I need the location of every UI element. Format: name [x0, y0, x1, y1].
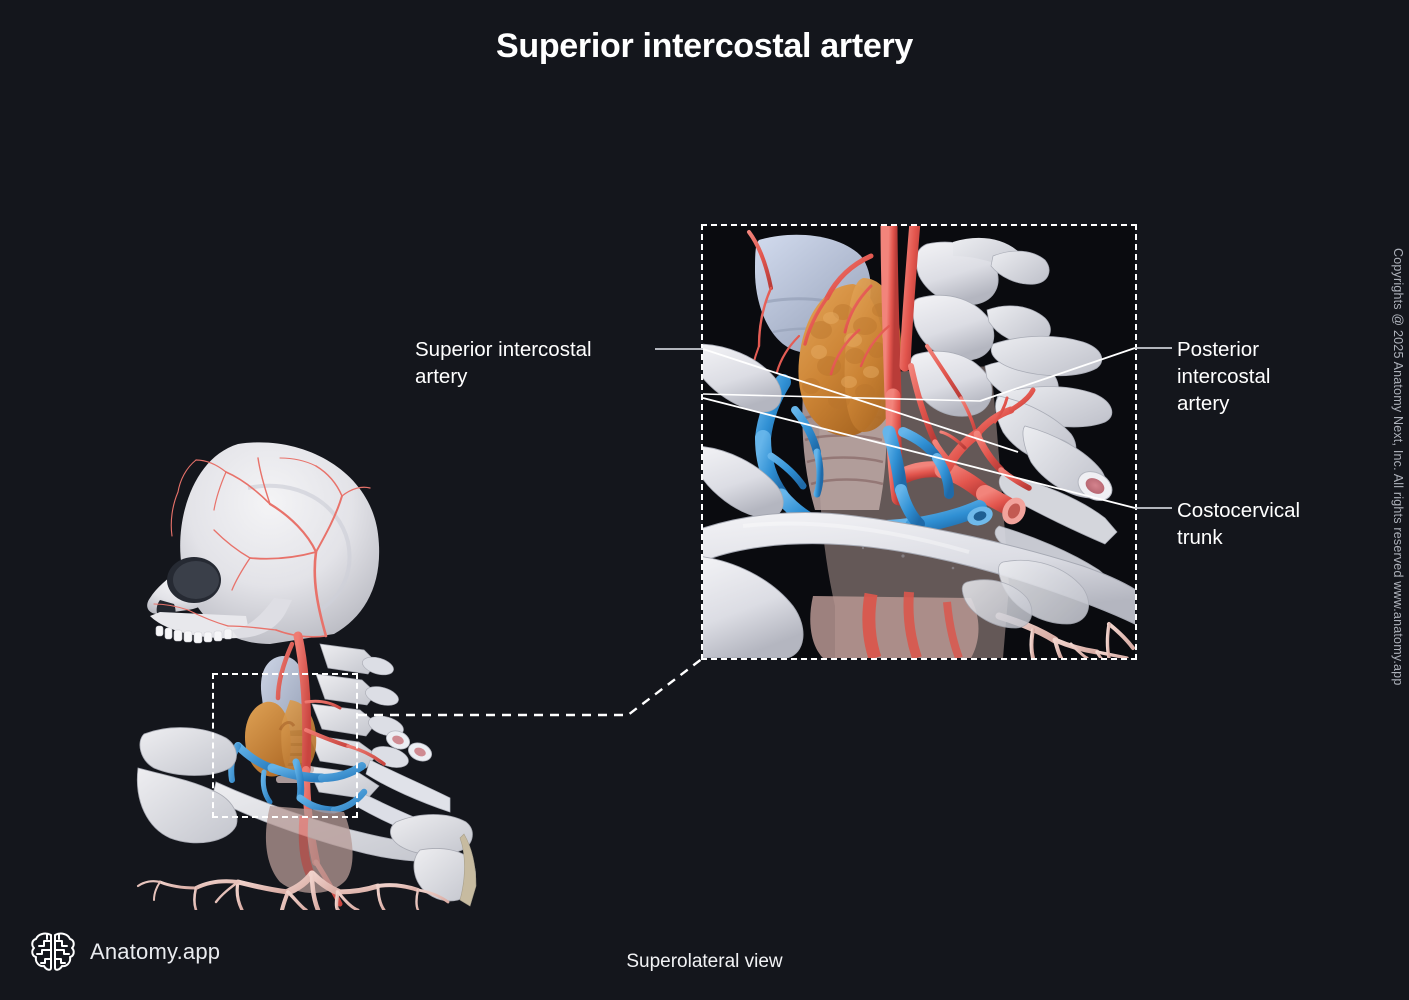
- view-caption: Superolateral view: [626, 951, 783, 972]
- overview-figure: [120, 430, 480, 910]
- bronchial-branches: [995, 612, 1135, 658]
- page-title: Superior intercostal artery: [495, 27, 914, 65]
- bronchial-tree: [136, 870, 450, 910]
- skull-group: [147, 442, 380, 644]
- lower-mediastinum: [810, 591, 979, 658]
- scapula-right: [390, 814, 477, 907]
- vertebrae-lower-right: [961, 559, 1089, 629]
- scalp-arteries: [153, 457, 371, 638]
- label-posterior-intercostal-artery: Posterior intercostal artery: [1177, 338, 1271, 415]
- brand-logo-group: Anatomy.app: [30, 930, 220, 974]
- magnified-view-panel: [701, 224, 1137, 660]
- label-superior-intercostal-artery: Superior intercostal artery: [415, 338, 592, 388]
- brain-icon: [30, 930, 76, 974]
- vein-cut-end: [967, 506, 993, 526]
- brand-name: Anatomy.app: [90, 939, 221, 964]
- copyright-text: Copyrights @ 2025 Anatomy Next, Inc. All…: [1391, 248, 1405, 686]
- scapula-inferior: [703, 556, 804, 658]
- label-costocervical-trunk: Costocervical trunk: [1177, 499, 1301, 549]
- mediastinum: [265, 806, 353, 894]
